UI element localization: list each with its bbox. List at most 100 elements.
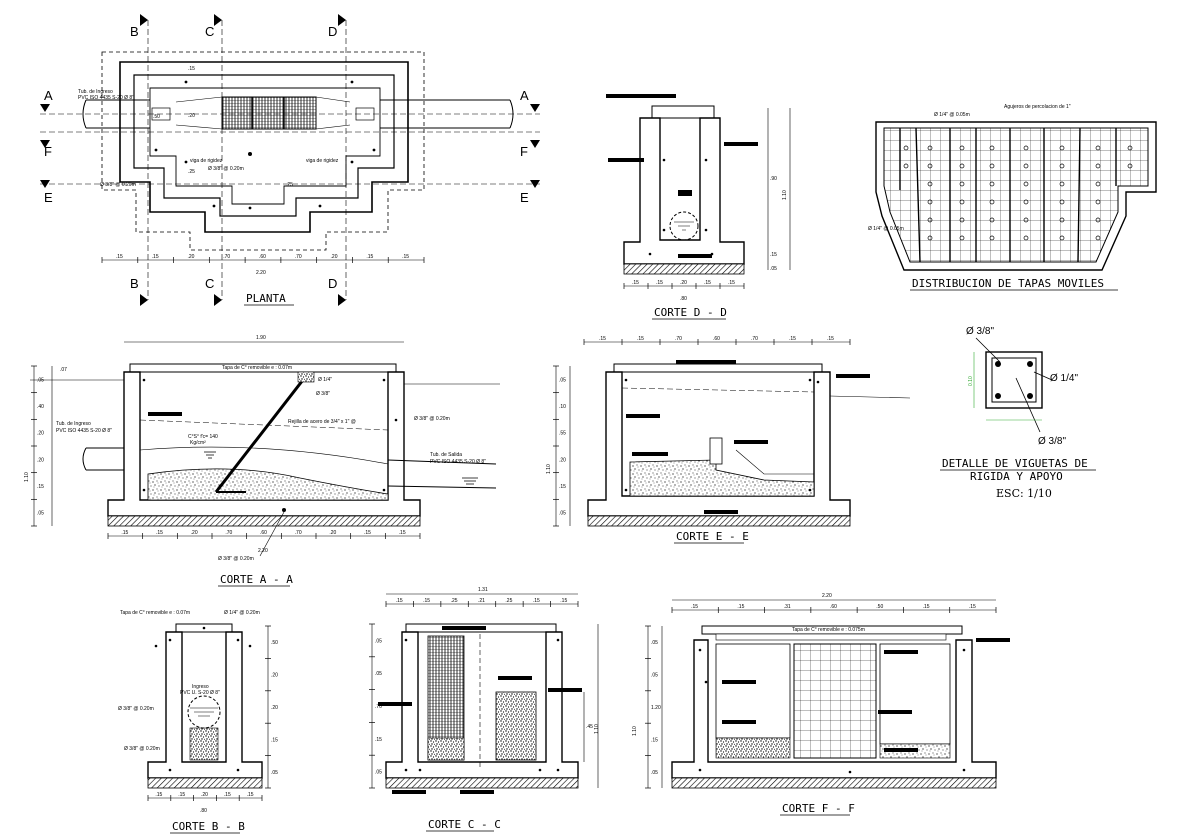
aa-vdim-label: .40 <box>37 404 44 410</box>
aa-vdim-label: .05 <box>37 377 44 383</box>
section-c-bottom: C <box>205 276 214 291</box>
planta-dim-i2: .20 <box>188 113 195 119</box>
ff-top-total: 2.20 <box>822 593 832 599</box>
ff-dim-label: .60 <box>830 604 837 610</box>
aa-label-14: Ø 1/4" <box>318 377 332 383</box>
cc-dim-label: .21 <box>478 598 485 604</box>
section-f-left: F <box>44 144 52 159</box>
percolation-hole <box>1023 181 1029 187</box>
percolation-hole <box>959 199 965 205</box>
aa-dim-label: .15 <box>364 530 371 536</box>
vig-label-top: Ø 3/8" <box>966 326 994 337</box>
bb-vdim-label: .05 <box>271 770 278 776</box>
corte-bb-title: CORTE B - B <box>172 820 245 833</box>
vig-title-2: RIGIDA Y APOYO <box>970 470 1063 483</box>
cc-dim-label: .15 <box>533 598 540 604</box>
percolation-hole <box>1059 217 1065 223</box>
dd-dim-110: 1.10 <box>782 190 788 200</box>
percolation-hole <box>989 235 995 241</box>
aa-dim-label: .15 <box>156 530 163 536</box>
ff-vdim-label: .05 <box>651 673 658 679</box>
tapas-label-left: Ø 1/4" @ 0.05m <box>868 226 904 232</box>
corte-cc-title: CORTE C - C <box>428 818 501 831</box>
cc-dim-label: .25 <box>451 598 458 604</box>
vig-title-1: DETALLE DE VIGUETAS DE <box>942 457 1088 470</box>
tapas-view: Ø 1/4" @ 0.05m Agujeros de percolacion d… <box>868 104 1157 291</box>
percolation-hole <box>1095 145 1101 151</box>
percolation-hole <box>1059 235 1065 241</box>
ff-dim-label: .15 <box>737 604 744 610</box>
corte-cc-view: 1.31 .15.15.25.21.25.15.15 .05.05.70.15.… <box>369 587 600 832</box>
planta-dim-i3: .25 <box>188 169 195 175</box>
percolation-hole <box>903 163 909 169</box>
cc-dim-label: .15 <box>396 598 403 604</box>
corte-bb-view: Tapa de C° removible e : 0.07m Ø 1/4" @ … <box>118 610 278 834</box>
planta-viga-label-3: viga de rigidez <box>306 158 339 164</box>
cc-vdim-label: .05 <box>375 671 382 677</box>
bb-left-bar-1: Ø 3/8" @ 0.20m <box>118 706 154 712</box>
dd-dim-label: .20 <box>680 280 687 286</box>
corte-ee-title: CORTE E - E <box>676 530 749 543</box>
percolation-hole <box>1095 235 1101 241</box>
section-f-right: F <box>520 144 528 159</box>
planta-tub-label-1: Tub. de Ingreso <box>78 89 113 95</box>
aa-left-total: 1.10 <box>24 472 30 482</box>
cc-right-total: 1.10 <box>594 724 600 734</box>
aa-bottom-bar: Ø 3/8" @ 0.20m <box>218 556 254 562</box>
percolation-hole <box>927 181 933 187</box>
percolation-hole <box>1095 199 1101 205</box>
percolation-hole <box>1059 199 1065 205</box>
section-a-right: A <box>520 88 529 103</box>
tapas-title: DISTRIBUCION DE TAPAS MOVILES <box>912 277 1104 290</box>
tapas-label-top: Ø 1/4" @ 0.05m <box>934 112 970 118</box>
percolation-hole <box>989 199 995 205</box>
percolation-hole <box>927 217 933 223</box>
percolation-hole <box>927 145 933 151</box>
aa-right-bar: Ø 3/8" @ 0.20m <box>414 416 450 422</box>
corte-ff-title: CORTE F - F <box>782 802 855 815</box>
corte-ff-view: 2.20 .15.15.31.60.50.15.15 Tapa de C° re… <box>632 593 1010 816</box>
bb-left-bar-2: Ø 3/8" @ 0.20m <box>124 746 160 752</box>
ee-vdim-label: .55 <box>559 431 566 437</box>
percolation-hole <box>927 235 933 241</box>
percolation-hole <box>1095 181 1101 187</box>
ee-dim-label: .15 <box>789 336 796 342</box>
aa-tub-sal-1: Tub. de Salida <box>430 452 462 458</box>
aa-total: 2.20 <box>258 548 268 554</box>
aa-concreto-2: Kg/cm² <box>190 440 206 446</box>
ee-vdim-label: .05 <box>559 377 566 383</box>
ee-vdim-label: .10 <box>559 404 566 410</box>
dd-dim-05: .05 <box>770 266 777 272</box>
planta-dim-label: .20 <box>187 254 194 260</box>
aa-top-total: 1.90 <box>256 335 266 341</box>
planta-dim-i1: .15 <box>188 66 195 72</box>
planta-dim-label: .70 <box>223 254 230 260</box>
cc-vdim-label: .70 <box>375 704 382 710</box>
ee-dim-label: .15 <box>599 336 606 342</box>
ee-left-total: 1.10 <box>546 464 552 474</box>
percolation-hole <box>1059 145 1065 151</box>
ff-dim-label: .15 <box>969 604 976 610</box>
planta-viga-label-1: viga de rigidez <box>190 158 223 164</box>
aa-rejilla: Rejilla de acero de 3/4" x 1" @ <box>288 419 356 425</box>
ff-vdim-label: .05 <box>651 640 658 646</box>
bb-dim-label: .15 <box>178 792 185 798</box>
corte-dd-view: .90 1.10 .15 .05 .15.15.20.15.15 .80 COR… <box>606 94 791 320</box>
aa-dim-label: .20 <box>329 530 336 536</box>
percolation-hole <box>989 181 995 187</box>
bb-tapa-label: Tapa de C° removible e : 0.07m <box>120 610 190 616</box>
cc-dim-45: .45 <box>586 724 593 730</box>
percolation-hole <box>1023 217 1029 223</box>
ee-dim-label: .15 <box>637 336 644 342</box>
aa-dim-label: .15 <box>399 530 406 536</box>
percolation-hole <box>959 145 965 151</box>
percolation-hole <box>1059 163 1065 169</box>
planta-dim-i4: .25 <box>286 182 293 188</box>
ff-vdim-label: .15 <box>651 737 658 743</box>
aa-label-38: Ø 3/8" <box>316 391 330 397</box>
percolation-hole <box>1059 181 1065 187</box>
corte-aa-view: 1.90 Tapa de C° removible e : 0.07m Ø 1/… <box>24 335 500 587</box>
dd-dim-label: .15 <box>728 280 735 286</box>
ee-dim-label: .70 <box>751 336 758 342</box>
